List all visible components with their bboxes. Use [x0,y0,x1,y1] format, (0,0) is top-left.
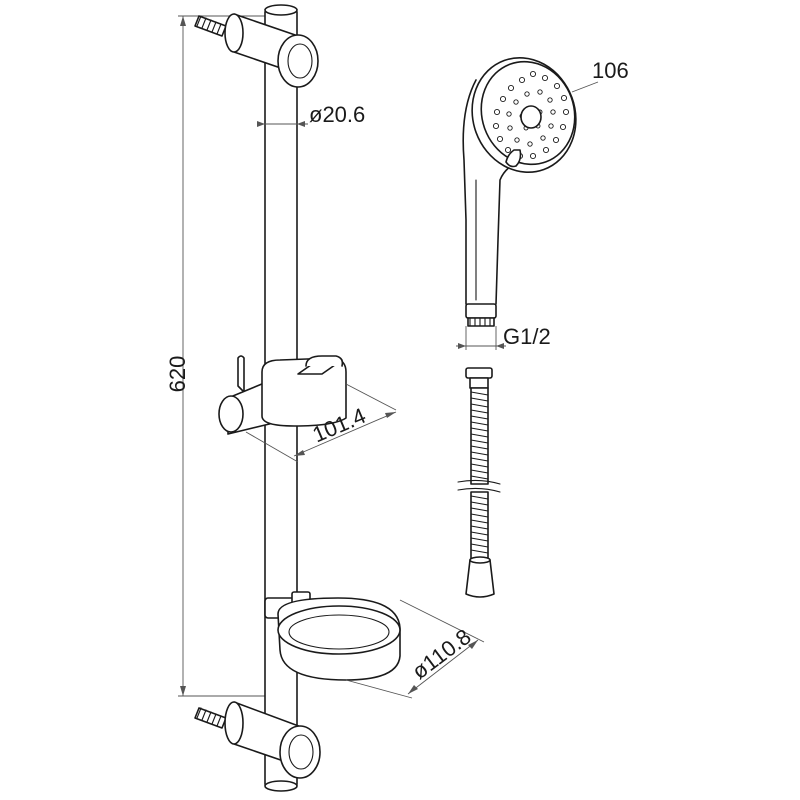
shower-hose [457,367,501,598]
top-wall-screw [194,15,227,37]
rail-diameter-label: ø20.6 [309,102,365,127]
rail-diameter-dimension: ø20.6 [257,102,365,127]
soap-dish [264,591,401,681]
head-diameter-label: 106 [592,58,629,83]
thread-label: G1/2 [503,324,551,349]
soap-dish-label: ø110.8 [407,624,475,684]
head-diameter-dimension: 106 [571,58,629,93]
bottom-wall-screw [194,707,227,729]
rail-length-dimension: 620 [165,15,270,697]
top-wall-bracket [194,13,319,88]
rail-length-label: 620 [165,356,190,393]
shower-holder [218,355,347,435]
thread-dimension: G1/2 [456,324,551,350]
hand-shower [462,56,577,327]
bottom-wall-bracket [194,701,321,779]
